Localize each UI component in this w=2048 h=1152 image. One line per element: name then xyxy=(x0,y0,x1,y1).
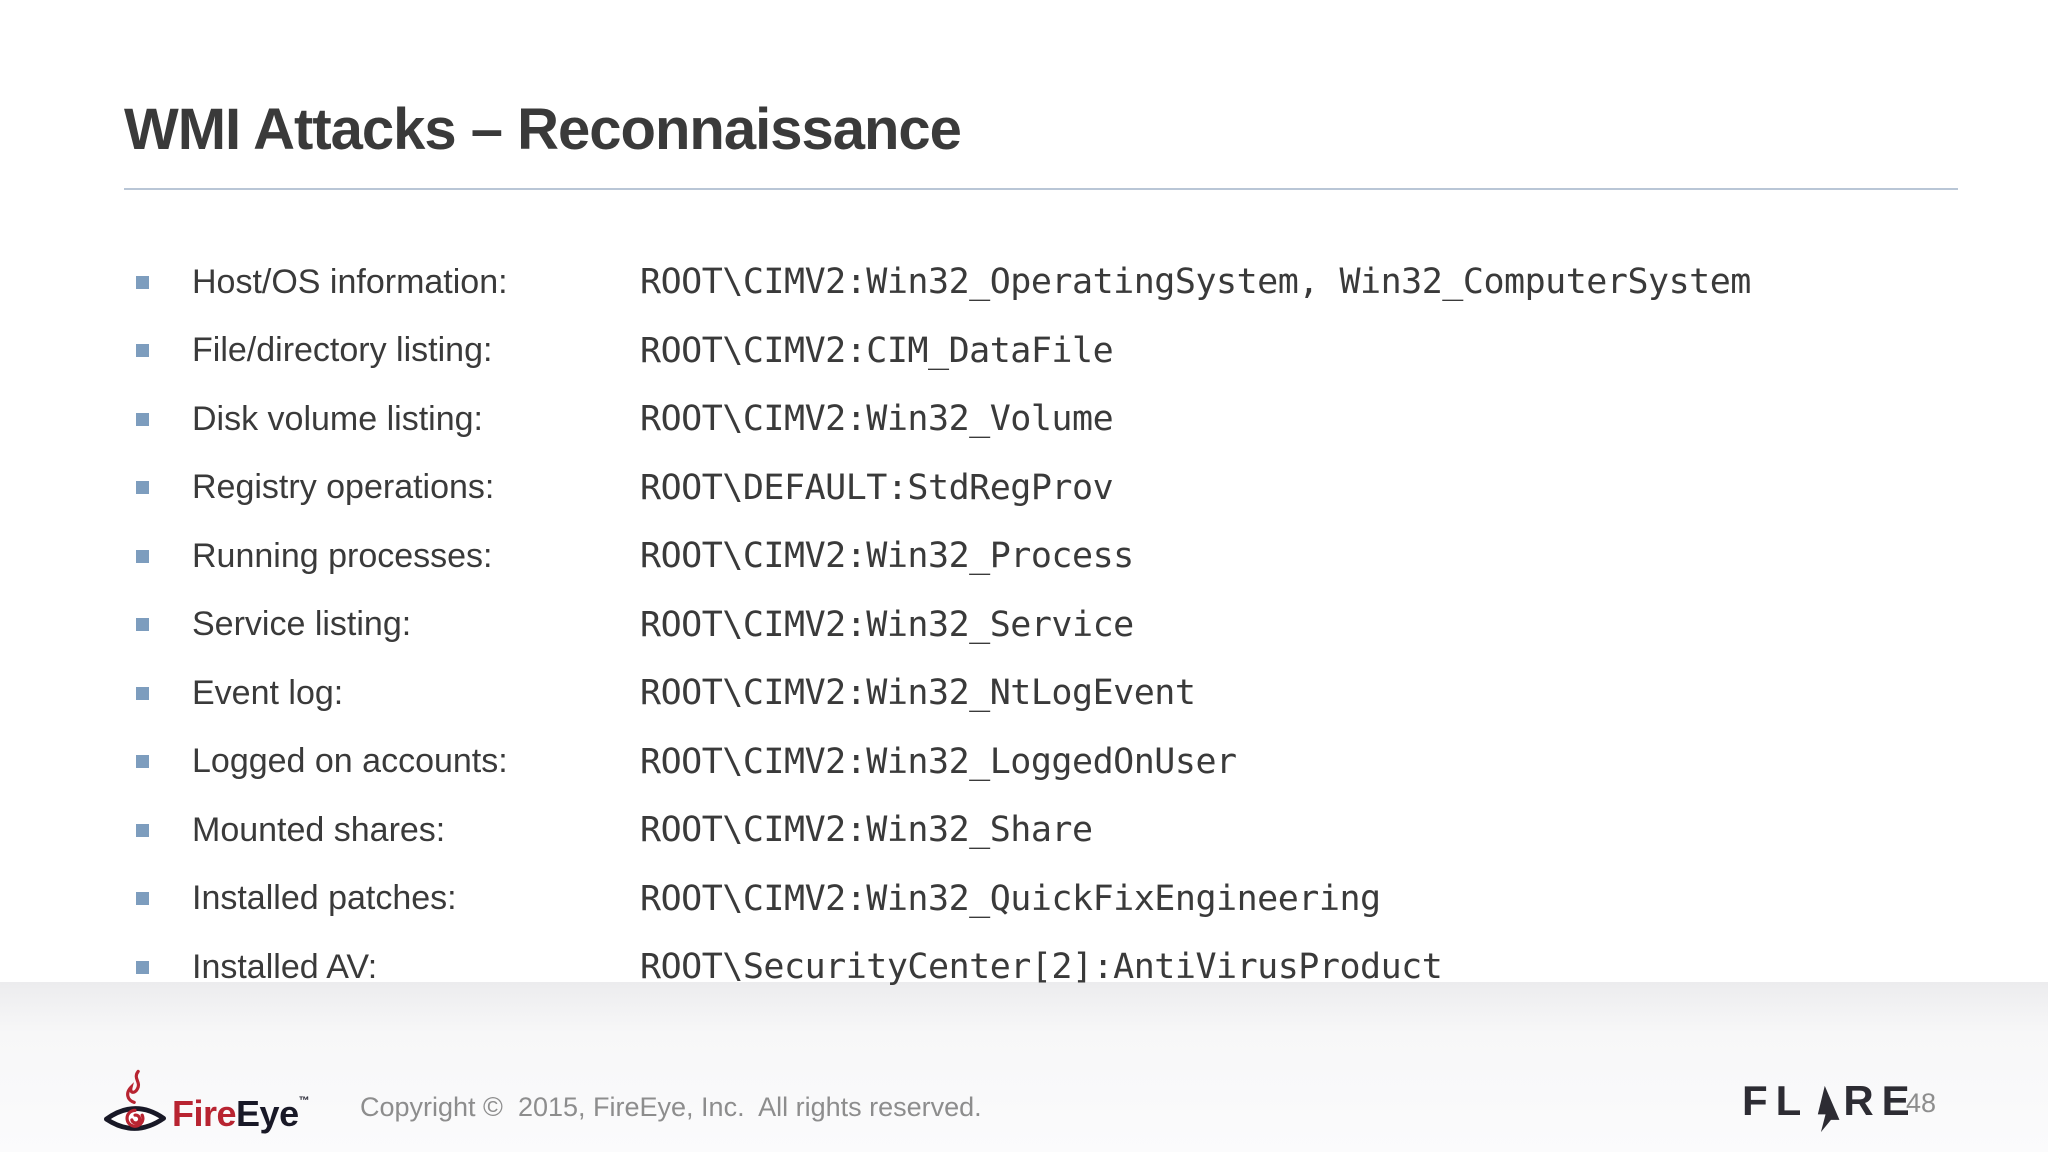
list-item: Service listing: ROOT\CIMV2:Win32_Servic… xyxy=(136,591,1966,660)
fireeye-wordmark: FireEye™ xyxy=(172,1093,310,1140)
bullet-square-icon xyxy=(136,618,149,632)
copyright-text: Copyright © 2015, FireEye, Inc. All righ… xyxy=(360,1092,982,1122)
list-item: Logged on accounts: ROOT\CIMV2:Win32_Log… xyxy=(136,728,1966,797)
item-label: Mounted shares: xyxy=(192,810,446,849)
flare-logo: FL RE xyxy=(1742,1078,1918,1148)
item-value: ROOT\CIMV2:Win32_Share xyxy=(640,810,1093,851)
item-label: Event log: xyxy=(192,673,344,712)
item-label: Disk volume listing: xyxy=(192,399,483,438)
item-label: Logged on accounts: xyxy=(192,742,508,781)
item-label: Service listing: xyxy=(192,605,412,644)
list-item: Host/OS information: ROOT\CIMV2:Win32_Op… xyxy=(136,248,1966,317)
item-value: ROOT\CIMV2:Win32_NtLogEvent xyxy=(640,673,1196,714)
item-value: ROOT\CIMV2:CIM_DataFile xyxy=(640,330,1114,371)
title-divider xyxy=(124,188,1958,190)
fireeye-wordmark-fire: Fire xyxy=(172,1093,237,1134)
bullet-square-icon xyxy=(136,412,149,426)
page-number: 48 xyxy=(1906,1088,1937,1118)
bullet-square-icon xyxy=(136,755,149,769)
list-item: Disk volume listing: ROOT\CIMV2:Win32_Vo… xyxy=(136,385,1966,454)
flare-logo-re: RE xyxy=(1843,1077,1918,1124)
item-value: ROOT\CIMV2:Win32_OperatingSystem, Win32_… xyxy=(640,262,1751,303)
fireeye-trademark: ™ xyxy=(298,1095,310,1107)
bullet-square-icon xyxy=(136,275,149,289)
footer-band xyxy=(0,982,2048,1152)
flare-bolt-icon xyxy=(1818,1085,1840,1133)
page-title: WMI Attacks – Reconnaissance xyxy=(124,97,962,162)
item-label: Host/OS information: xyxy=(192,262,508,301)
bullet-square-icon xyxy=(136,823,149,837)
bullet-square-icon xyxy=(136,549,149,563)
item-value: ROOT\CIMV2:Win32_QuickFixEngineering xyxy=(640,878,1381,919)
fireeye-wordmark-eye: Eye xyxy=(236,1093,299,1134)
item-label: Registry operations: xyxy=(192,468,495,507)
bullet-square-icon xyxy=(136,686,149,700)
list-item: Registry operations: ROOT\DEFAULT:StdReg… xyxy=(136,454,1966,523)
bullet-list: Host/OS information: ROOT\CIMV2:Win32_Op… xyxy=(136,248,1966,1002)
flare-logo-fl: FL xyxy=(1742,1077,1810,1124)
item-value: ROOT\CIMV2:Win32_LoggedOnUser xyxy=(640,741,1237,782)
fireeye-eye-icon xyxy=(104,1069,166,1131)
list-item: Running processes: ROOT\CIMV2:Win32_Proc… xyxy=(136,522,1966,591)
list-item: Installed AV: ROOT\SecurityCenter[2]:Ant… xyxy=(136,933,1966,1002)
item-label: Installed AV: xyxy=(192,947,378,986)
item-value: ROOT\DEFAULT:StdRegProv xyxy=(640,467,1114,508)
list-item: Installed patches: ROOT\CIMV2:Win32_Quic… xyxy=(136,865,1966,934)
bullet-square-icon xyxy=(136,892,149,906)
bullet-square-icon xyxy=(136,344,149,358)
fireeye-logo: FireEye™ xyxy=(104,1064,310,1140)
item-label: File/directory listing: xyxy=(192,331,493,370)
item-value: ROOT\CIMV2:Win32_Volume xyxy=(640,399,1114,440)
item-value: ROOT\CIMV2:Win32_Service xyxy=(640,604,1134,645)
list-item: Event log: ROOT\CIMV2:Win32_NtLogEvent xyxy=(136,659,1966,728)
item-label: Installed patches: xyxy=(192,879,457,918)
bullet-square-icon xyxy=(136,481,149,495)
item-label: Running processes: xyxy=(192,536,493,575)
item-value: ROOT\SecurityCenter[2]:AntiVirusProduct xyxy=(640,947,1443,988)
item-value: ROOT\CIMV2:Win32_Process xyxy=(640,536,1134,577)
list-item: File/directory listing: ROOT\CIMV2:CIM_D… xyxy=(136,317,1966,386)
bullet-square-icon xyxy=(136,960,149,974)
list-item: Mounted shares: ROOT\CIMV2:Win32_Share xyxy=(136,796,1966,865)
